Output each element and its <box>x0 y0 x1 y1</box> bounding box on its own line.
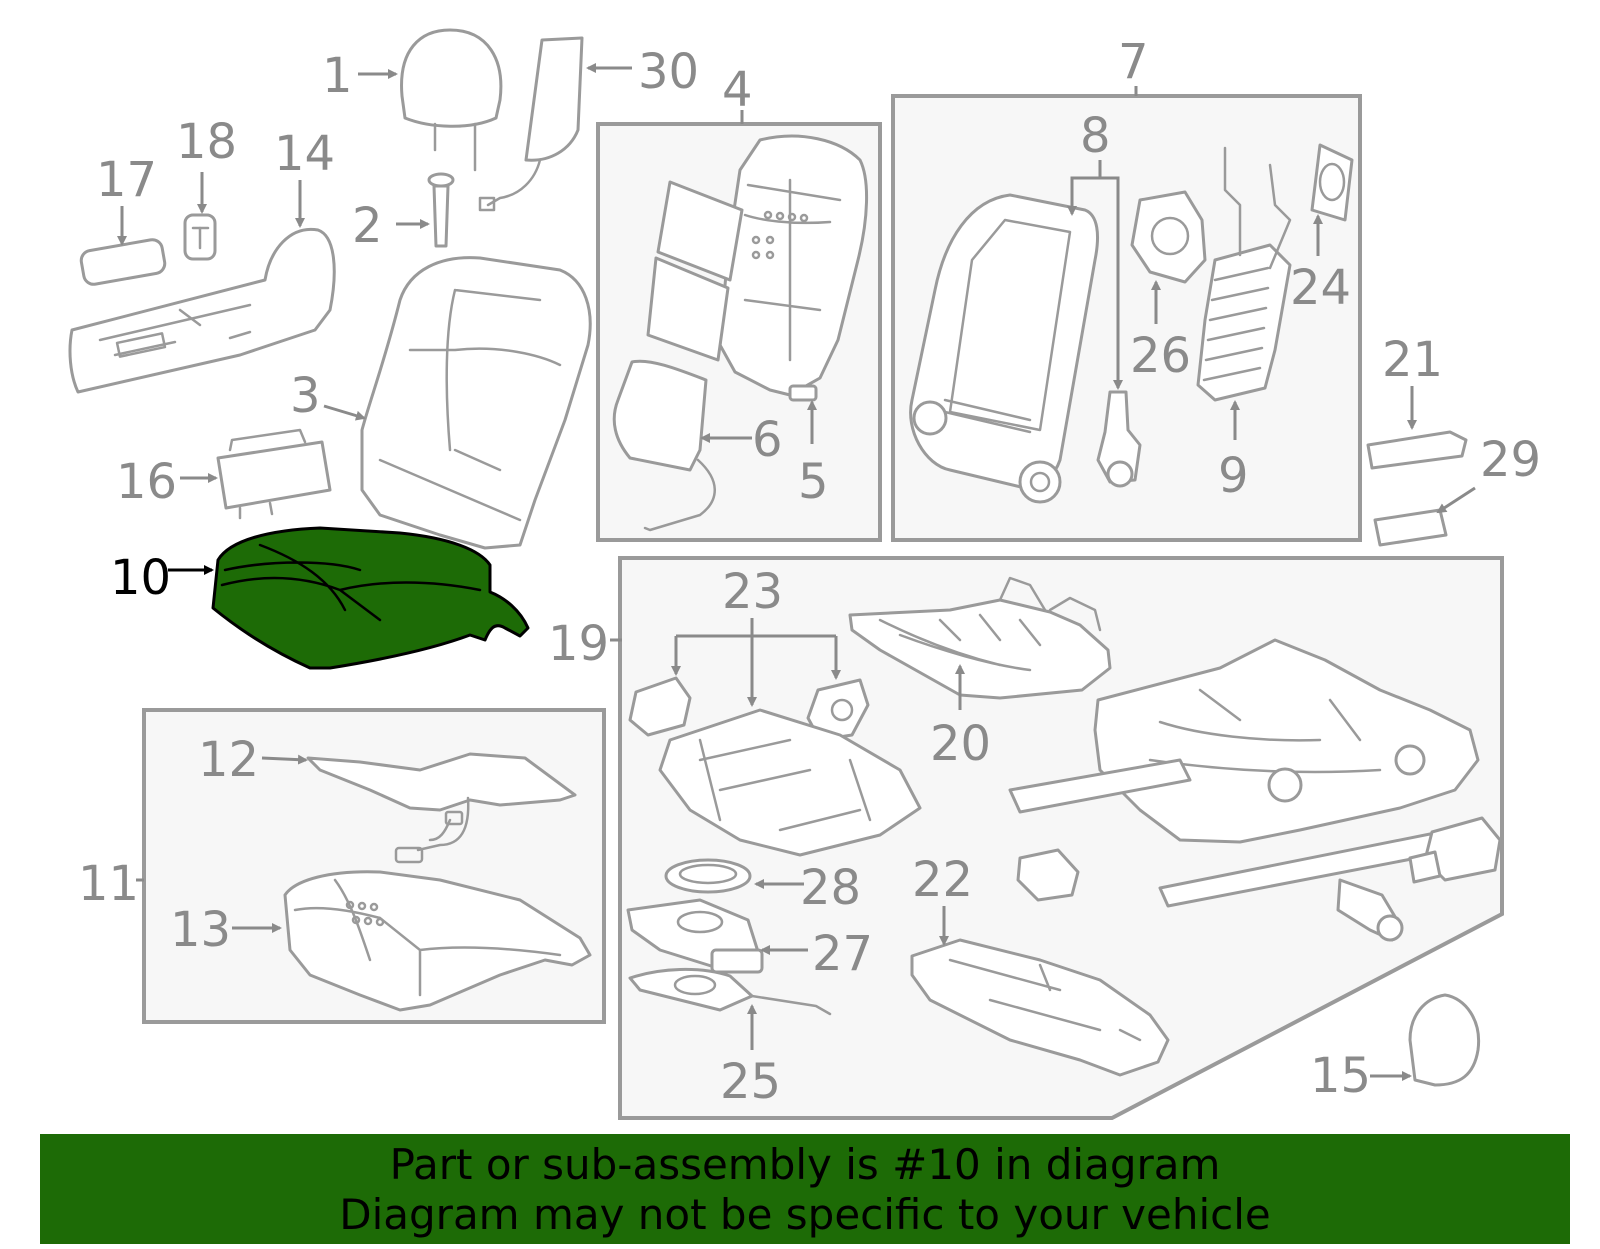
callout-labels: 1 2 3 4 5 6 7 8 9 10 11 12 13 14 15 16 1… <box>78 34 1541 1110</box>
callout-6: 6 <box>752 412 783 468</box>
callout-27: 27 <box>812 926 873 982</box>
callout-24: 24 <box>1290 260 1351 316</box>
seat-back-cover-part <box>360 256 592 550</box>
side-airbag-part <box>478 36 584 212</box>
seat-back-pad-part <box>718 134 869 397</box>
leader-lines <box>117 63 1476 1081</box>
callout-2: 2 <box>352 198 383 254</box>
callout-13: 13 <box>170 902 231 958</box>
seat-back-frame-part <box>909 193 1099 504</box>
callout-30: 30 <box>638 44 699 100</box>
callout-23: 23 <box>722 564 783 620</box>
cover-15-part <box>1408 993 1481 1087</box>
callout-14: 14 <box>274 126 335 182</box>
callout-11: 11 <box>78 856 139 912</box>
callout-17: 17 <box>96 152 157 208</box>
cushion-pad-13-part <box>283 870 592 1012</box>
headrest-guide-part <box>427 172 455 248</box>
base-27-part <box>626 898 764 974</box>
headrest-part <box>400 28 503 172</box>
control-unit-16-part <box>216 428 332 520</box>
callout-16: 16 <box>116 454 177 510</box>
callout-5: 5 <box>798 454 829 510</box>
side-garnish-part <box>68 227 336 394</box>
callout-10: 10 <box>110 550 171 606</box>
ring-28-part <box>664 858 752 894</box>
cap-24-part <box>1310 143 1354 222</box>
motor-part <box>1408 816 1502 884</box>
clip-5-part <box>788 384 818 402</box>
knob-18-part <box>183 213 217 261</box>
callout-3: 3 <box>290 368 321 424</box>
knob-17-part <box>79 238 167 286</box>
callout-19: 19 <box>548 616 609 672</box>
banner-line-1: Part or sub-assembly is #10 in diagram <box>389 1140 1221 1189</box>
info-banner: Part or sub-assembly is #10 in diagram D… <box>40 1134 1570 1244</box>
callout-26: 26 <box>1130 328 1191 384</box>
banner-line-2: Diagram may not be specific to your vehi… <box>339 1190 1271 1239</box>
callout-4: 4 <box>722 62 753 118</box>
lumbar-motor-part <box>1130 190 1207 284</box>
actuator-part <box>1016 848 1080 902</box>
lumbar-support-part <box>1196 146 1292 402</box>
callout-25: 25 <box>720 1054 781 1110</box>
callout-7: 7 <box>1118 34 1149 90</box>
recliner-part <box>1096 390 1142 488</box>
callout-8: 8 <box>1080 108 1111 164</box>
callout-22: 22 <box>912 852 973 908</box>
callout-20: 20 <box>930 716 991 772</box>
seat-heater-12-part <box>306 752 577 864</box>
seat-cushion-pad-highlighted <box>211 526 530 670</box>
callout-29: 29 <box>1480 432 1541 488</box>
callout-15: 15 <box>1310 1048 1371 1104</box>
bushing-part <box>1336 878 1404 942</box>
cushion-spring-part <box>848 576 1112 700</box>
callout-28: 28 <box>800 860 861 916</box>
seat-slide-frame-part <box>1008 638 1480 908</box>
harness-25-part <box>628 967 832 1016</box>
callout-18: 18 <box>176 114 237 170</box>
callout-1: 1 <box>322 48 353 104</box>
callout-9: 9 <box>1218 448 1249 504</box>
knob-21-part <box>1366 430 1468 470</box>
lower-panel-22-part <box>910 938 1170 1077</box>
callout-12: 12 <box>198 732 259 788</box>
knob-29-part <box>1373 508 1448 547</box>
callout-21: 21 <box>1382 332 1443 388</box>
back-panel-part <box>612 180 744 532</box>
bracket-23-part <box>628 676 922 857</box>
